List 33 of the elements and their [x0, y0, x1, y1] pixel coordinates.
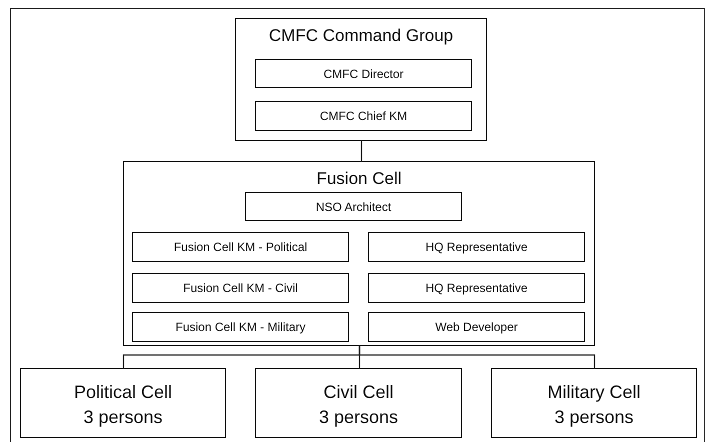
role-label: CMFC Chief KM [320, 109, 408, 123]
role-label: HQ Representative [425, 240, 528, 254]
role-box [255, 59, 472, 88]
role-label: Web Developer [435, 320, 518, 334]
group-title: CMFC Command Group [268, 26, 454, 46]
cell-count: 3 persons [553, 406, 635, 428]
role-box [245, 192, 462, 221]
connector-line [360, 141, 362, 161]
role-box [255, 101, 472, 131]
role-box [132, 232, 349, 262]
role-box [132, 273, 349, 303]
role-label: HQ Representative [425, 281, 528, 295]
role-label: Fusion Cell KM - Civil [183, 281, 298, 295]
role-box [368, 273, 585, 303]
cell-title: Civil Cell [322, 381, 394, 403]
group-box [123, 161, 595, 346]
cell-title: Military Cell [546, 381, 642, 403]
cell-box [255, 368, 462, 438]
cell-box [20, 368, 226, 438]
cell-box [491, 368, 697, 438]
role-label: NSO Architect [316, 200, 392, 214]
role-box [132, 312, 349, 342]
role-box [368, 232, 585, 262]
group-title: Fusion Cell [315, 169, 403, 189]
role-box [368, 312, 585, 342]
connector-line [358, 346, 596, 368]
cell-count: 3 persons [318, 406, 400, 428]
role-label: Fusion Cell KM - Military [175, 320, 306, 334]
group-box [235, 18, 487, 141]
cell-count: 3 persons [82, 406, 164, 428]
cell-title: Political Cell [72, 381, 174, 403]
role-label: Fusion Cell KM - Political [174, 240, 308, 254]
role-label: CMFC Director [324, 66, 404, 80]
